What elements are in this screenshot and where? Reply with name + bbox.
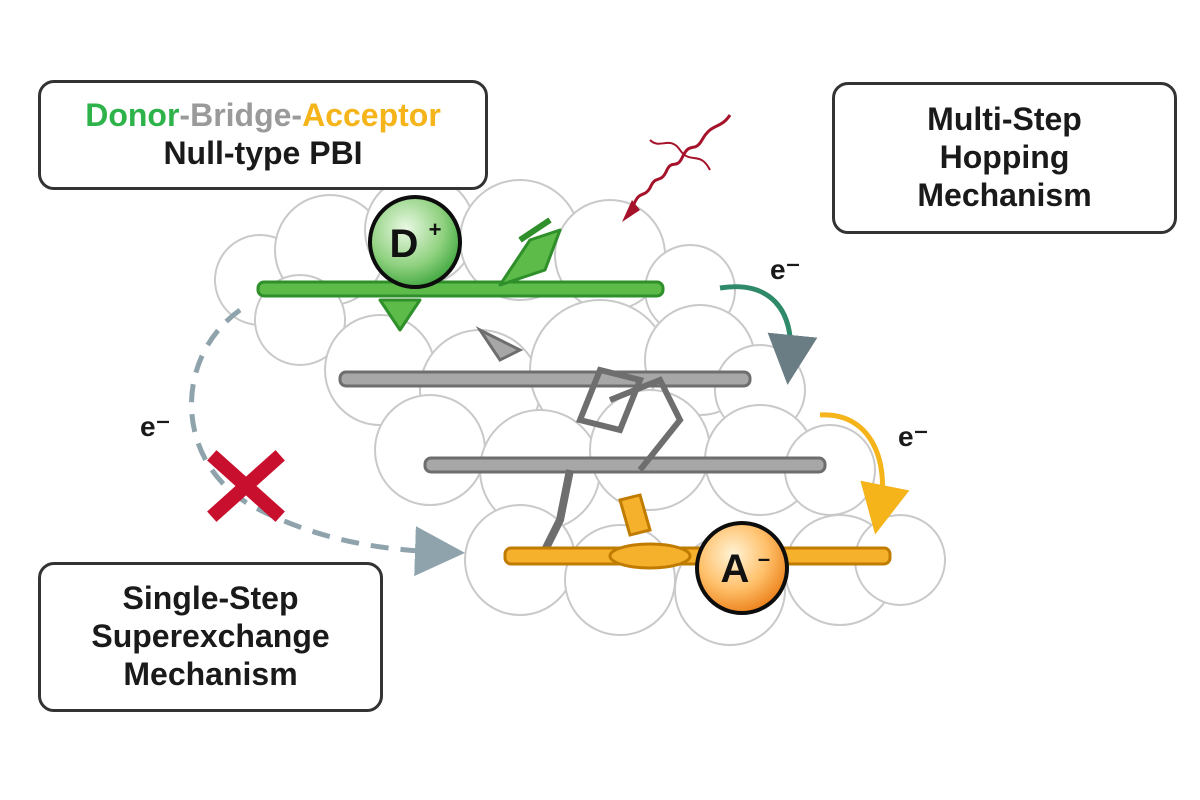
superexchange-dashed-arrow bbox=[189, 307, 465, 577]
bridge-word: Bridge bbox=[190, 97, 292, 134]
electron-label-mid: e⁻ bbox=[898, 421, 929, 452]
electron-label-left: e⁻ bbox=[140, 411, 171, 442]
single-step-superexchange-box: Single-Step Superexchange Mechanism bbox=[38, 562, 383, 712]
red-x-icon bbox=[207, 450, 285, 522]
donor-cation-marker: D + bbox=[368, 195, 462, 289]
multi-line-1: Multi-Step bbox=[927, 101, 1082, 138]
acceptor-charge: – bbox=[758, 546, 770, 571]
dba-subtitle: Null-type PBI bbox=[163, 135, 363, 171]
hop-arrow-bridge-to-acceptor bbox=[819, 412, 910, 535]
dba-separator: - bbox=[179, 97, 191, 134]
wavy-photon-arrow-icon bbox=[622, 114, 732, 222]
multi-step-hopping-box: Multi-Step Hopping Mechanism bbox=[832, 82, 1177, 234]
electron-label-top: e⁻ bbox=[770, 254, 801, 285]
donor-charge: + bbox=[429, 217, 442, 242]
single-line-2: Superexchange bbox=[91, 618, 330, 655]
single-line-1: Single-Step bbox=[122, 580, 299, 617]
single-line-3: Mechanism bbox=[123, 655, 298, 692]
hop-arrow-donor-to-bridge bbox=[719, 284, 818, 385]
multi-line-2: Hopping bbox=[939, 139, 1070, 176]
acceptor-letter: A bbox=[721, 547, 750, 591]
acceptor-anion-marker: A – bbox=[695, 521, 789, 615]
acceptor-layer bbox=[503, 493, 892, 570]
donor-bridge-acceptor-box: Donor-Bridge-Acceptor Null-type PBI bbox=[38, 80, 488, 190]
donor-letter: D bbox=[390, 222, 419, 266]
dba-separator: - bbox=[291, 97, 303, 134]
donor-word: Donor bbox=[85, 97, 180, 134]
acceptor-word: Acceptor bbox=[302, 97, 441, 134]
dba-title: Donor-Bridge-Acceptor bbox=[85, 97, 441, 135]
multi-line-3: Mechanism bbox=[917, 176, 1092, 213]
donor-layer bbox=[256, 217, 665, 332]
